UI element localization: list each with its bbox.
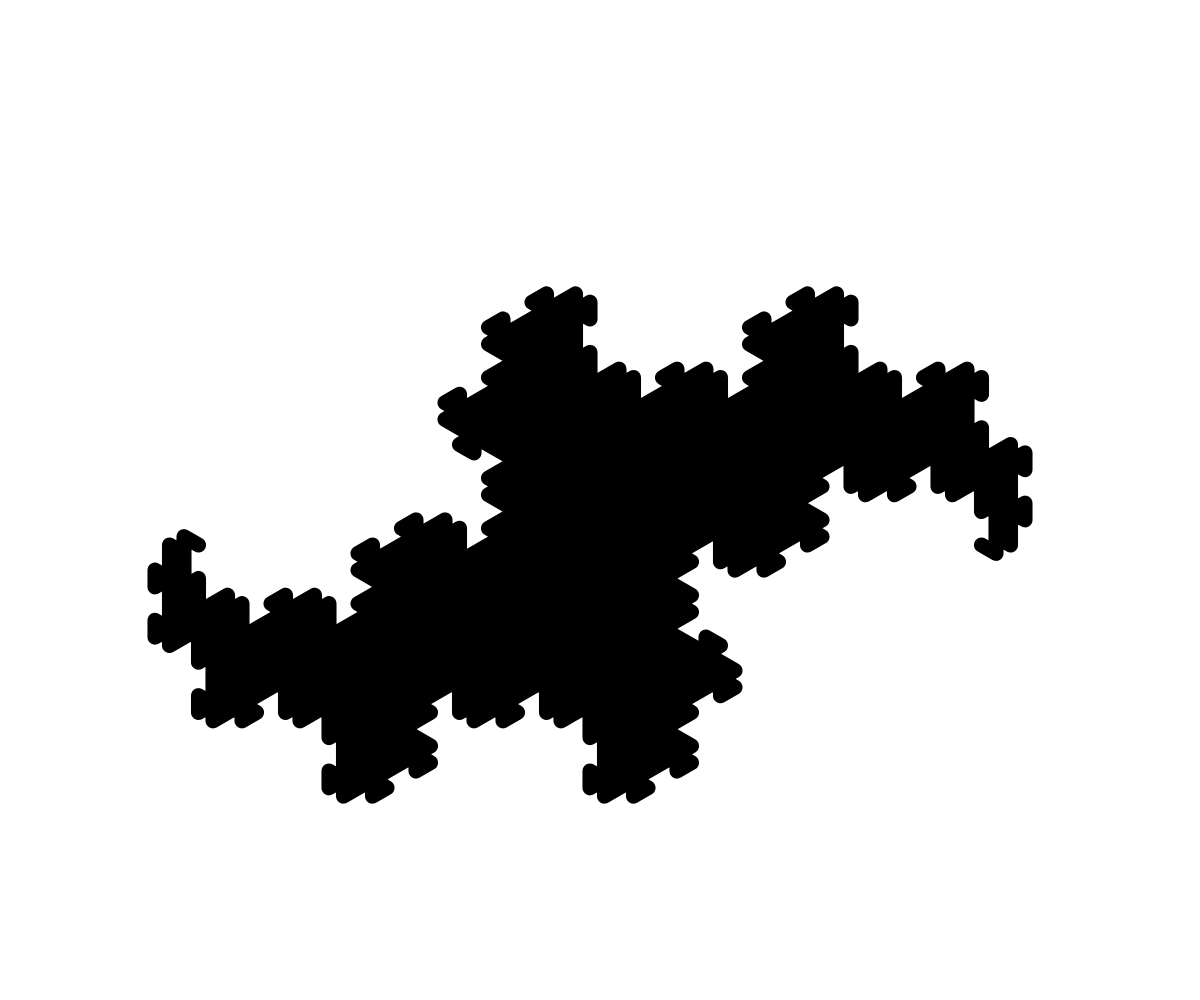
fractal-curve — [147, 286, 1033, 804]
